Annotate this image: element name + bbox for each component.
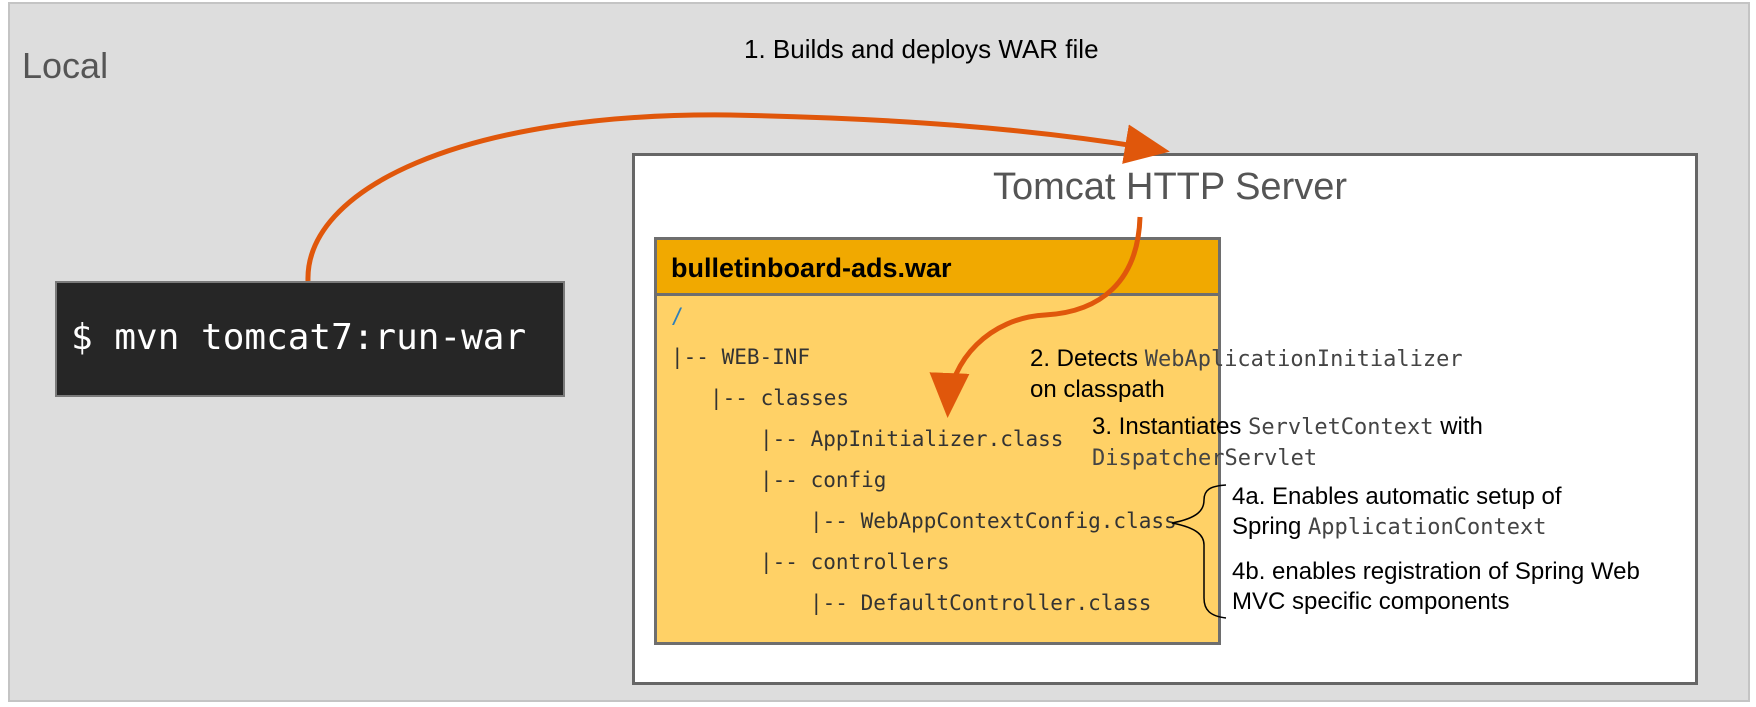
step-3-label: 3. Instantiates ServletContext with Disp… [1092,412,1483,474]
detect-arrow [929,216,1143,418]
tomcat-server-title: Tomcat HTTP Server [992,166,1348,208]
step-3-text2: with [1433,413,1483,440]
tree-item-webapp-context-config: |-- WebAppContextConfig.class [810,509,1177,533]
step-4b-label: 4b. enables registration of Spring Web M… [1232,557,1640,617]
tree-item-root: / [671,304,684,328]
step-4a-text: 4a. Enables automatic setup of [1232,483,1562,510]
tree-item-config: |-- config [760,468,887,492]
step-2-code: WebAplicationInitializer [1144,347,1463,372]
step-2-text: 2. Detects [1030,345,1145,372]
war-file-header: bulletinboard-ads.war [657,240,1218,296]
deploy-arrow [305,112,1170,282]
step-2-label: 2. Detects WebAplicationInitializer on c… [1030,344,1463,405]
tree-item-default-controller: |-- DefaultController.class [810,591,1152,615]
step-4a-code: ApplicationContext [1308,515,1547,540]
step-3-code2: DispatcherServlet [1092,446,1318,471]
tree-item-classes: |-- classes [710,386,850,410]
local-label: Local [22,45,109,86]
step-4b-text: 4b. enables registration of Spring Web [1232,558,1640,585]
step-4b-text2: MVC specific components [1232,588,1510,615]
terminal-box: $ mvn tomcat7:run-war [55,281,565,397]
tree-item-app-initializer: |-- AppInitializer.class [760,427,1064,451]
tree-item-controllers: |-- controllers [760,550,950,574]
step-1-label: 1. Builds and deploys WAR file [744,34,1099,64]
step-4a-label: 4a. Enables automatic setup of Spring Ap… [1232,482,1562,543]
step-3-text: 3. Instantiates [1092,413,1249,440]
step-4a-text2: Spring [1232,513,1309,540]
war-file-box: bulletinboard-ads.war / |-- WEB-INF |-- … [654,237,1221,645]
step-3-code: ServletContext [1248,415,1434,440]
terminal-command: $ mvn tomcat7:run-war [71,317,527,358]
war-file-title: bulletinboard-ads.war [671,253,952,283]
brace-connector [1171,484,1227,619]
step-2-line2: on classpath [1030,376,1165,403]
tree-item-web-inf: |-- WEB-INF [671,345,811,369]
